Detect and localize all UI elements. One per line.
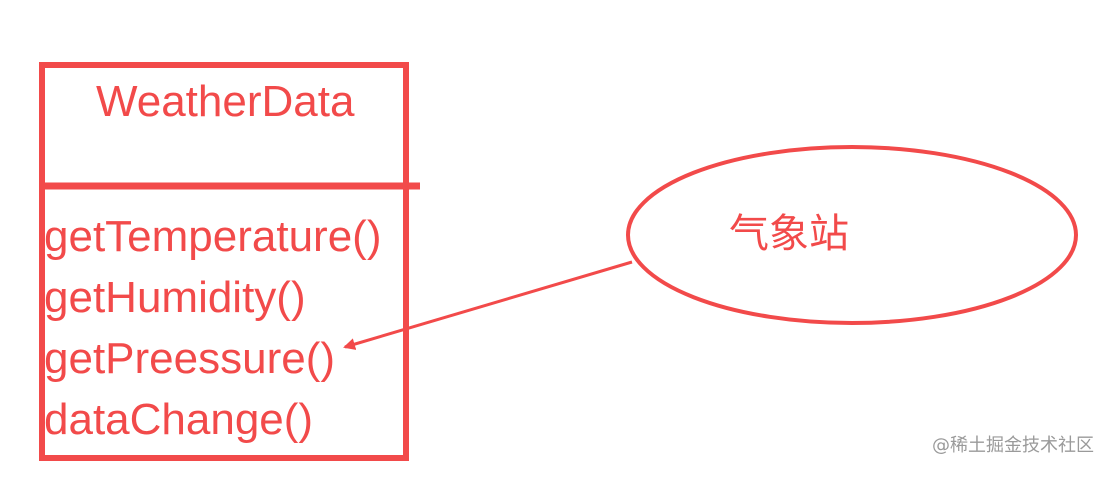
watermark-text: @稀土掘金技术社区 bbox=[932, 435, 1094, 456]
method-get-temperature: getTemperature() bbox=[44, 212, 382, 261]
weather-station-ellipse bbox=[626, 145, 1078, 325]
method-get-pressure: getPreessure() bbox=[44, 334, 336, 383]
class-method-list: getTemperature() getHumidity() getPreess… bbox=[44, 206, 381, 450]
class-box-outline bbox=[39, 62, 409, 461]
class-name-label: WeatherData bbox=[96, 77, 355, 126]
method-data-change: dataChange() bbox=[44, 395, 314, 444]
weather-station-label: 气象站 bbox=[729, 211, 849, 257]
method-get-humidity: getHumidity() bbox=[44, 273, 306, 322]
association-arrow bbox=[343, 260, 633, 350]
